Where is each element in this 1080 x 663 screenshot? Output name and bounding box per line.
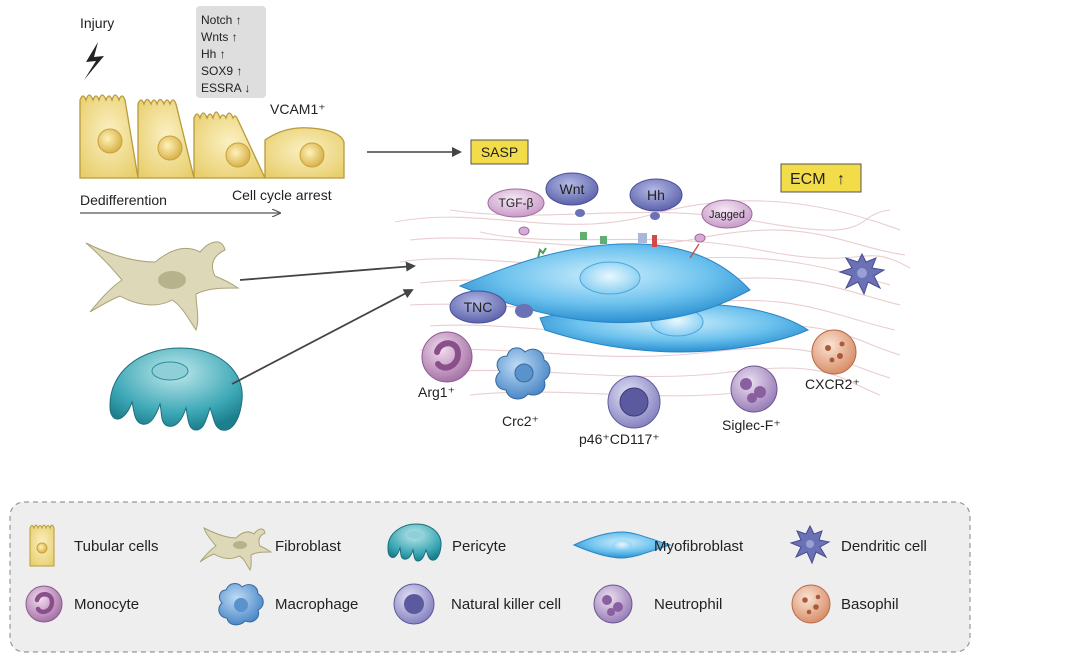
dendritic-cell-icon <box>789 524 831 565</box>
tgf-label: TGF-β <box>499 196 534 210</box>
arrest-label: Cell cycle arrest <box>232 187 332 203</box>
vcam-label: VCAM1⁺ <box>270 101 326 117</box>
wnt-signal: Wnt <box>545 172 599 217</box>
sasp-box: SASP <box>470 139 529 165</box>
legend-label: Macrophage <box>275 596 358 613</box>
legend-label: Tubular cells <box>74 538 158 555</box>
wnt-label: Wnt <box>560 181 585 197</box>
monocyte-icon <box>25 585 63 623</box>
marker-item: Hh ↑ <box>201 47 226 61</box>
myofibroblast-cells <box>458 243 810 353</box>
legend-box <box>9 501 971 653</box>
tubular-cells-icon <box>29 524 55 567</box>
legend-label: Fibroblast <box>275 538 342 555</box>
marker-item: SOX9 ↑ <box>201 64 242 78</box>
legend-label: Pericyte <box>452 538 506 555</box>
basophil-icon <box>791 584 831 624</box>
ecm-up-arrow: ↑ <box>837 171 845 188</box>
tgf-beta-signal: TGF-β <box>487 188 545 236</box>
pericyte-cell <box>109 347 243 431</box>
fibroblast-icon <box>199 527 273 571</box>
marker-box: Notch ↑ Wnts ↑ Hh ↑ SOX9 ↑ ESSRA ↓ <box>196 6 266 98</box>
macrophage-cell <box>495 347 551 400</box>
tnc-signal: TNC <box>449 290 533 324</box>
ecm-box: ECM ↑ <box>780 163 862 193</box>
legend-label: Monocyte <box>74 596 139 613</box>
p46-label: p46⁺CD117⁺ <box>579 431 660 447</box>
legend-label: Myofibroblast <box>654 538 744 555</box>
nk-cell <box>607 375 661 429</box>
ecm-label: ECM <box>790 171 826 188</box>
fibroblast-arrow <box>239 261 416 281</box>
nk-cell-icon <box>393 583 435 625</box>
pericyte-arrow <box>231 289 414 385</box>
myofibroblast-icon <box>572 531 672 559</box>
siglec-label: Siglec-F⁺ <box>722 417 781 433</box>
marker-item: Wnts ↑ <box>201 30 238 44</box>
neutrophil-cell <box>730 365 778 413</box>
basophil-cell <box>811 329 857 375</box>
tubular-cells-group <box>79 94 345 179</box>
macrophage-icon <box>218 583 264 626</box>
marker-item: ESSRA ↓ <box>201 81 250 95</box>
monocyte-cell <box>421 331 473 383</box>
jagged-signal: Jagged <box>694 199 753 243</box>
hh-label: Hh <box>647 187 665 203</box>
injury-label: Injury <box>80 15 114 31</box>
legend-label: Basophil <box>841 596 899 613</box>
crc2-label: Crc2⁺ <box>502 413 539 429</box>
neutrophil-icon <box>593 584 633 624</box>
cxcr2-label: CXCR2⁺ <box>805 376 860 392</box>
hh-signal: Hh <box>629 178 683 220</box>
sasp-label: SASP <box>481 144 518 160</box>
legend-label: Dendritic cell <box>841 538 927 555</box>
arg1-label: Arg1⁺ <box>418 384 455 400</box>
pericyte-icon <box>387 523 442 562</box>
legend-label: Neutrophil <box>654 596 722 613</box>
dediff-label: Dedifferention <box>80 192 167 208</box>
jagged-label: Jagged <box>709 209 745 221</box>
fibroblast-cell <box>85 241 240 332</box>
lightning-icon <box>84 42 104 80</box>
marker-item: Notch ↑ <box>201 13 242 27</box>
receptors <box>537 232 700 259</box>
tnc-label: TNC <box>464 299 493 315</box>
dendritic-cell <box>838 252 886 296</box>
legend-label: Natural killer cell <box>451 596 561 613</box>
